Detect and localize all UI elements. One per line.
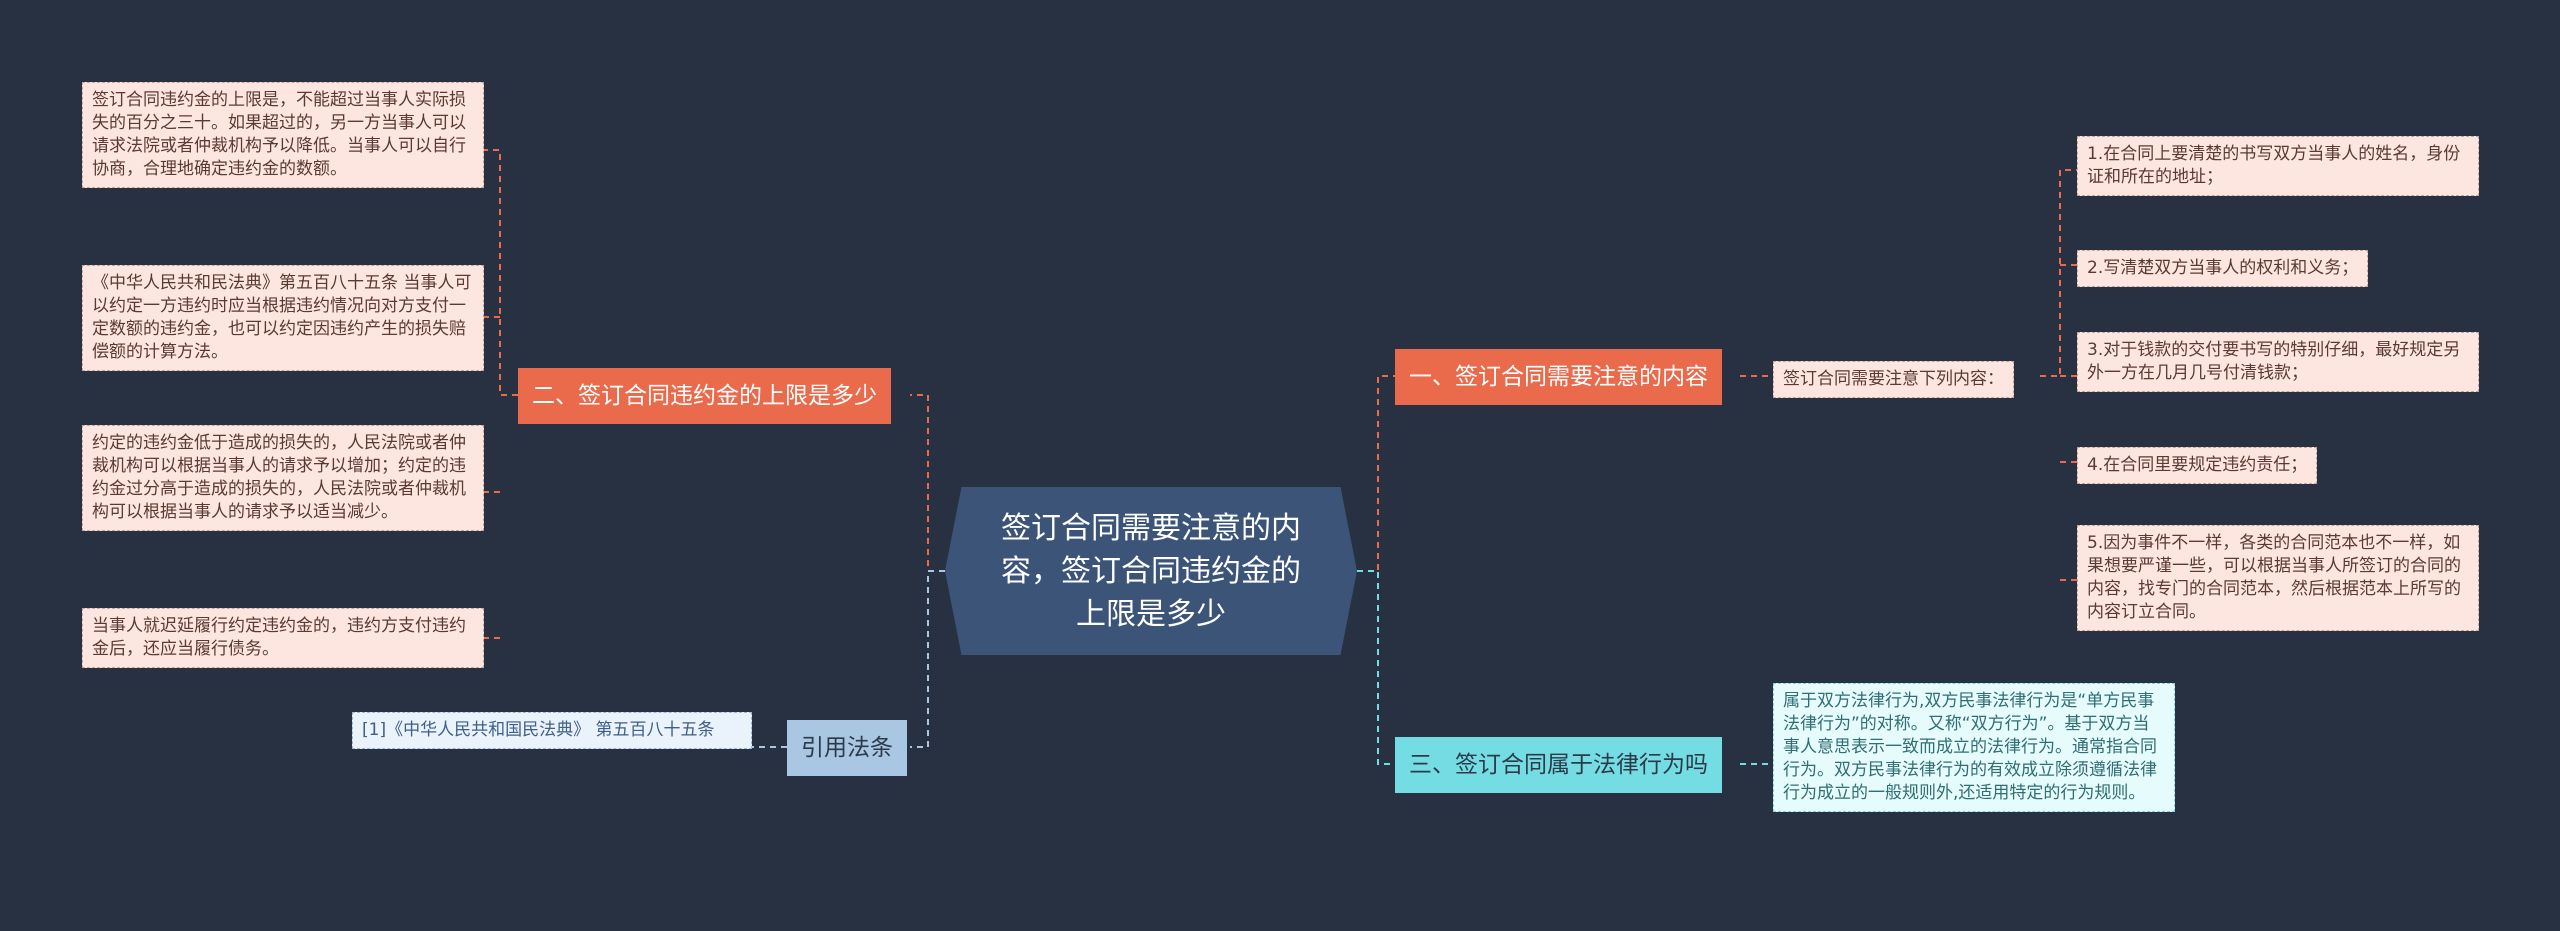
contract-note-item-4[interactable]: 4.在合同里要规定违约责任；: [2077, 447, 2318, 484]
branch-contract-notes[interactable]: 一、签订合同需要注意的内容: [1395, 349, 1722, 405]
cited-law-reference[interactable]: [1]《中华人民共和国民法典》 第五百八十五条: [352, 712, 752, 749]
branch-cited-law[interactable]: 引用法条: [787, 720, 907, 776]
contract-note-item-2[interactable]: 2.写清楚双方当事人的权利和义务；: [2077, 250, 2369, 287]
legal-act-explanation[interactable]: 属于双方法律行为,双方民事法律行为是“单方民事法律行为”的对称。又称“双方行为”…: [1773, 683, 2175, 812]
branch-legal-act[interactable]: 三、签订合同属于法律行为吗: [1395, 737, 1722, 793]
penalty-limit-item-1[interactable]: 签订合同违约金的上限是，不能超过当事人实际损失的百分之三十。如果超过的，另一方当…: [82, 82, 484, 188]
contract-note-item-2-text: 2.写清楚双方当事人的权利和义务；: [2087, 258, 2359, 278]
contract-notes-intro[interactable]: 签订合同需要注意下列内容：: [1773, 361, 2014, 398]
legal-act-explanation-text: 属于双方法律行为,双方民事法律行为是“单方民事法律行为”的对称。又称“双方行为”…: [1783, 691, 2157, 803]
central-topic-label: 签订合同需要注意的内容，签订合同违约金的上限是多少: [1001, 510, 1301, 632]
penalty-limit-item-4-text: 当事人就迟延履行约定违约金的，违约方支付违约金后，还应当履行债务。: [92, 616, 466, 659]
contract-note-item-4-text: 4.在合同里要规定违约责任；: [2087, 455, 2308, 475]
branch-contract-notes-label: 一、签订合同需要注意的内容: [1409, 364, 1708, 390]
branch-penalty-limit-label: 二、签订合同违约金的上限是多少: [532, 383, 877, 409]
branch-cited-law-label: 引用法条: [801, 735, 893, 761]
penalty-limit-item-1-text: 签订合同违约金的上限是，不能超过当事人实际损失的百分之三十。如果超过的，另一方当…: [92, 90, 466, 179]
penalty-limit-item-4[interactable]: 当事人就迟延履行约定违约金的，违约方支付违约金后，还应当履行债务。: [82, 608, 484, 668]
penalty-limit-item-2-text: 《中华人民共和民法典》第五百八十五条 当事人可以约定一方违约时应当根据违约情况向…: [92, 273, 472, 362]
contract-note-item-3-text: 3.对于钱款的交付要书写的特别仔细，最好规定另外一方在几月几号付清钱款；: [2087, 340, 2461, 383]
contract-note-item-3[interactable]: 3.对于钱款的交付要书写的特别仔细，最好规定另外一方在几月几号付清钱款；: [2077, 332, 2479, 392]
branch-penalty-limit[interactable]: 二、签订合同违约金的上限是多少: [518, 368, 891, 424]
penalty-limit-item-3-text: 约定的违约金低于造成的损失的，人民法院或者仲裁机构可以根据当事人的请求予以增加；…: [92, 433, 466, 522]
contract-note-item-5[interactable]: 5.因为事件不一样，各类的合同范本也不一样，如果想要严谨一些，可以根据当事人所签…: [2077, 525, 2479, 631]
penalty-limit-item-3[interactable]: 约定的违约金低于造成的损失的，人民法院或者仲裁机构可以根据当事人的请求予以增加；…: [82, 425, 484, 531]
contract-note-item-1-text: 1.在合同上要清楚的书写双方当事人的姓名，身份证和所在的地址；: [2087, 144, 2461, 187]
contract-note-item-5-text: 5.因为事件不一样，各类的合同范本也不一样，如果想要严谨一些，可以根据当事人所签…: [2087, 533, 2461, 622]
central-topic[interactable]: 签订合同需要注意的内容，签订合同违约金的上限是多少: [945, 487, 1357, 655]
penalty-limit-item-2[interactable]: 《中华人民共和民法典》第五百八十五条 当事人可以约定一方违约时应当根据违约情况向…: [82, 265, 484, 371]
contract-notes-intro-text: 签订合同需要注意下列内容：: [1783, 369, 2004, 389]
cited-law-reference-text: [1]《中华人民共和国民法典》 第五百八十五条: [362, 720, 715, 740]
contract-note-item-1[interactable]: 1.在合同上要清楚的书写双方当事人的姓名，身份证和所在的地址；: [2077, 136, 2479, 196]
branch-legal-act-label: 三、签订合同属于法律行为吗: [1409, 752, 1708, 778]
